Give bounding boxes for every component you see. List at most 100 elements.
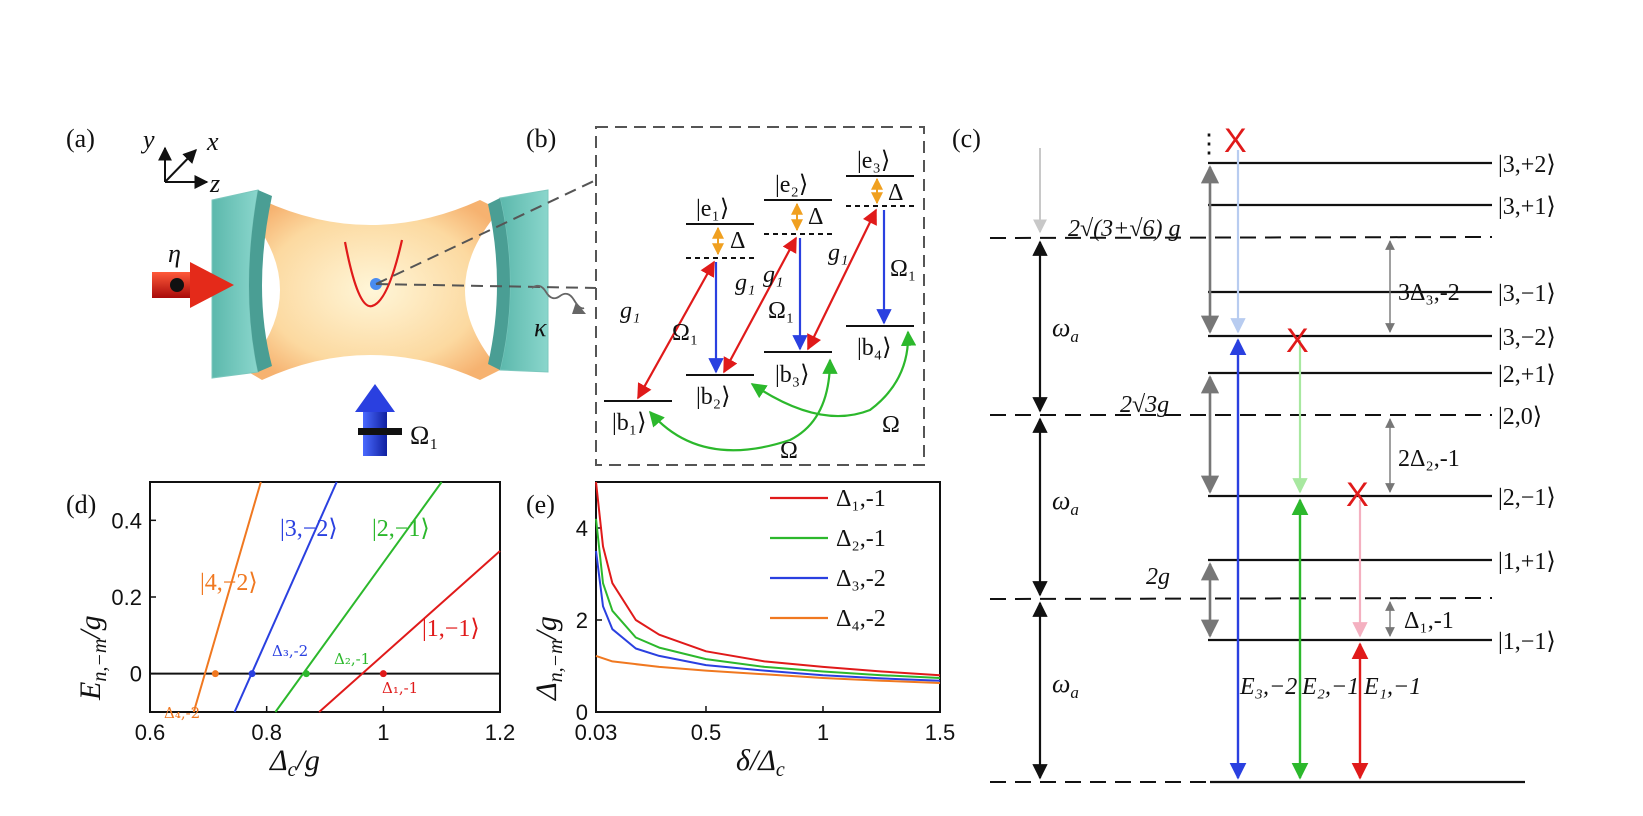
zero-point [379, 670, 387, 678]
zero-label-1: Δ₁,-1 [382, 679, 418, 697]
delta-1-label: Δ₁,-1 [1404, 608, 1454, 634]
level-2p1: |2,+1⟩ [1498, 362, 1556, 388]
y-tick-label: 0.4 [111, 508, 142, 533]
g1-label: g₁ [735, 270, 755, 296]
legend-item: Δ₃,-2 [836, 566, 886, 592]
y-tick-label: 2 [576, 608, 588, 633]
level-lines [604, 175, 914, 402]
zero-label-3: Δ₃,-2 [272, 642, 308, 660]
zero-label-4: Δ₄,-2 [164, 704, 200, 722]
blocked-mark: X [1346, 476, 1369, 514]
coupling-arrow [807, 208, 877, 351]
zoom-line [375, 179, 597, 285]
series-line [595, 550, 941, 682]
level-3m1: |3,−1⟩ [1498, 281, 1556, 307]
x-tick-label: 1 [817, 720, 829, 745]
level-3m2: |3,−2⟩ [1498, 325, 1556, 351]
series-label-4: |4,−2⟩ [200, 570, 258, 596]
e3-label: |e₃⟩ [857, 148, 890, 174]
b4-label: |b₄⟩ [857, 335, 892, 361]
level-1p1: |1,+1⟩ [1498, 549, 1556, 575]
e1-label: |e₁⟩ [696, 196, 729, 222]
series-line [595, 654, 941, 684]
series-line [595, 518, 941, 679]
E3-label: E₃,−2 [1239, 674, 1297, 700]
cavity-mode [245, 200, 500, 380]
raman-arrow [750, 330, 917, 418]
delta-label: Δ [888, 180, 903, 206]
legend-item: Δ₁,-1 [836, 486, 886, 512]
omega-label: Ω [882, 412, 900, 438]
left-mirror [211, 189, 272, 379]
coupling-arrow [723, 236, 797, 374]
g1-label: g₁ [763, 262, 783, 288]
y-axis-label: En,−m/g [74, 615, 111, 701]
split-label-1: 2g [1146, 564, 1170, 590]
panel-c-label: (c) [952, 124, 981, 153]
coordinate-axes: y x z [140, 125, 220, 198]
E2-label: E₂,−1 [1301, 674, 1359, 700]
b3-label: |b₃⟩ [775, 362, 810, 388]
panel-d-label: (d) [66, 490, 96, 519]
x-axis-label: δ/Δc [736, 744, 785, 781]
x-tick-label: 1.2 [485, 720, 516, 745]
series-line [595, 481, 941, 677]
ellipsis: ⋮ [1196, 129, 1222, 158]
zero-label-2: Δ₂,-1 [334, 650, 370, 668]
blocked-mark: X [1286, 322, 1309, 360]
y-tick-label: 0 [576, 700, 588, 725]
right-mirror [488, 189, 549, 373]
zoom-box [595, 126, 925, 466]
zero-point [302, 670, 310, 678]
axis-y-label: y [140, 125, 155, 154]
series-label-1: |1,−1⟩ [422, 616, 480, 642]
x-tick-label: 0.6 [135, 720, 166, 745]
level-labels: |3,+2⟩ |3,+1⟩ |3,−1⟩ |3,−2⟩ |2,+1⟩ |2,0⟩… [1498, 152, 1556, 655]
y-axis-label: Δn,−m/g [530, 616, 567, 701]
g1-label: g₁ [828, 240, 848, 266]
series-label-2: |2,−1⟩ [372, 516, 430, 542]
eta-label: η [168, 239, 181, 268]
axis-z-label: z [209, 169, 220, 198]
g1-label: g₁ [620, 298, 640, 324]
split-label-3: 2√(3+√6) g [1068, 216, 1181, 242]
blocked-mark: X [1224, 122, 1247, 160]
x-axis-label: Δc/g [269, 744, 320, 781]
omega-a-label: ωa [1052, 313, 1079, 346]
delta-label: Δ [730, 228, 745, 254]
legend: Δ₁,-1 Δ₂,-1 Δ₃,-2 Δ₄,-2 [770, 486, 886, 632]
zero-point [248, 670, 256, 678]
panel-b-label: (b) [526, 124, 556, 153]
level-20: |2,0⟩ [1498, 404, 1542, 430]
y-tick-label: 0.2 [111, 585, 142, 610]
omega1-label: Ω₁ [890, 256, 916, 282]
x-tick-label: 1.5 [925, 720, 956, 745]
split-label-2: 2√3g [1120, 392, 1169, 418]
panel-b: (b) |b₁⟩ |b₂⟩ |b₃⟩ |b₄⟩ |e₁⟩ |e₂⟩ |e₃⟩ Δ [526, 124, 925, 466]
x-tick-label: 0.8 [251, 720, 282, 745]
panel-a-label: (a) [66, 124, 95, 153]
level-2m1: |2,−1⟩ [1498, 485, 1556, 511]
x-tick-label: 1 [377, 720, 389, 745]
series-line [318, 550, 501, 713]
y-tick-label: 0 [130, 662, 142, 687]
level-3p1: |3,+1⟩ [1498, 194, 1556, 220]
plot-frame [595, 481, 941, 713]
x-tick-label: 0.03 [575, 720, 618, 745]
series-line [192, 481, 262, 713]
omega1-label: Ω₁ [768, 298, 794, 324]
axis-x-label: x [206, 127, 219, 156]
series-label-3: |3,−2⟩ [280, 516, 338, 542]
e2-label: |e₂⟩ [775, 172, 808, 198]
kappa-label: κ [534, 313, 547, 342]
omega-label: Ω [780, 438, 798, 464]
level-3p2: |3,+2⟩ [1498, 152, 1556, 178]
b2-label: |b₂⟩ [696, 384, 731, 410]
dressed-levels [1208, 161, 1492, 642]
level-1m1: |1,−1⟩ [1498, 629, 1556, 655]
delta-label: Δ [808, 204, 823, 230]
E1-label: E₁,−1 [1363, 674, 1421, 700]
zero-point [211, 670, 219, 678]
